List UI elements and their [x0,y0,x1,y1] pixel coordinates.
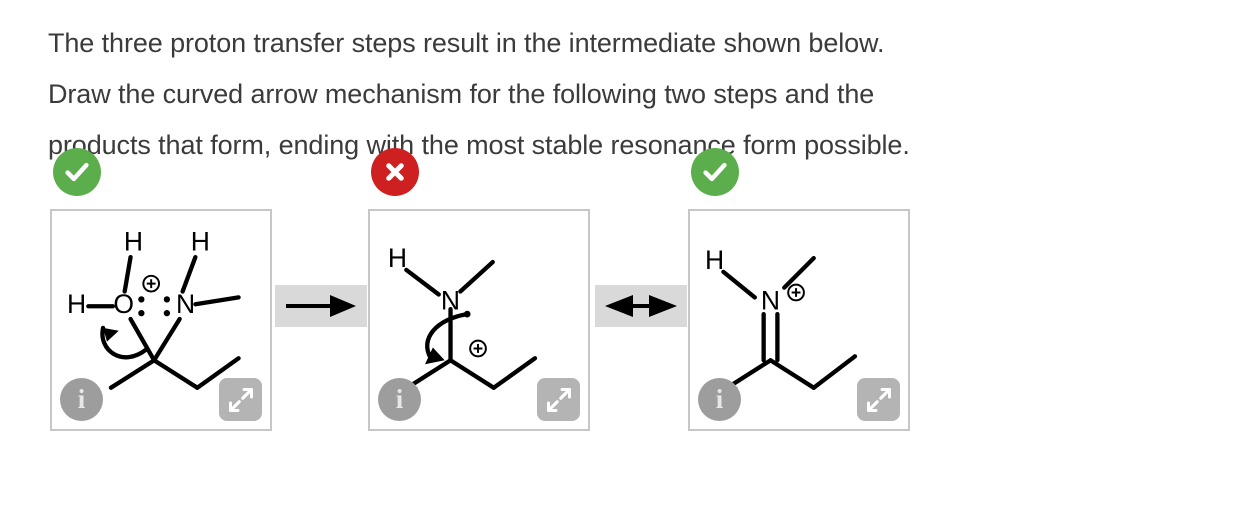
atom-label-N: N [441,285,460,315]
molecule-drawing-step-1: H H H O N [67,226,241,390]
status-badge-step-3 [691,148,739,196]
info-icon: i [77,384,86,414]
expand-icon [227,386,255,414]
curved-arrow [424,310,471,365]
charge-plus-nitrogen [787,283,805,302]
resonance-arrow-connector-2 [595,285,687,327]
prompt-line-3: products that form, ending with the most… [48,130,910,160]
info-icon: i [715,384,724,414]
lone-pair-dots [138,296,171,317]
atom-label-H: H [124,226,143,256]
status-badge-step-2 [371,148,419,196]
curved-arrow [100,325,149,360]
info-button[interactable]: i [60,378,103,421]
atom-label-N: N [176,289,195,319]
info-icon: i [395,384,404,414]
atom-label-H: H [191,226,210,256]
charge-plus-carbon [469,339,487,358]
expand-icon [865,386,893,414]
molecule-drawing-step-2: H N [388,243,538,390]
charge-plus-oxygen [142,274,161,293]
atom-label-H: H [705,245,724,275]
expand-button[interactable] [219,378,262,421]
expand-icon [545,386,573,414]
prompt-line-2: Draw the curved arrow mechanism for the … [48,79,875,109]
info-button[interactable]: i [698,378,741,421]
structure-panel-step-3[interactable]: H N i [688,209,910,431]
arrow-both-icon [601,292,681,320]
mechanism-strip: H H H O N i [50,148,930,438]
reaction-arrow-connector-1 [275,285,367,327]
atom-label-N: N [761,285,780,315]
atom-label-O: O [113,289,134,319]
x-circle-icon [380,157,410,187]
check-circle-icon [700,157,730,187]
check-circle-icon [62,157,92,187]
atom-label-H: H [67,289,86,319]
atom-label-H: H [388,243,407,273]
expand-button[interactable] [537,378,580,421]
page-title: The three proton transfer steps result i… [48,18,1208,171]
arrow-right-icon [284,292,358,320]
prompt-line-1: The three proton transfer steps result i… [48,28,885,58]
info-button[interactable]: i [378,378,421,421]
status-badge-step-1 [53,148,101,196]
structure-panel-step-1[interactable]: H H H O N i [50,209,272,431]
structure-panel-step-2[interactable]: H N i [368,209,590,431]
expand-button[interactable] [857,378,900,421]
